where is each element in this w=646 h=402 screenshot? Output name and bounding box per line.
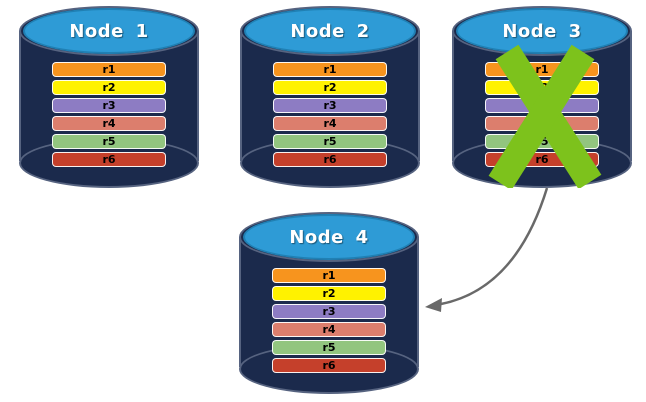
replica-list: r1 r2 r3 r4 r5 r6 (273, 62, 387, 167)
replica-bar: r5 (52, 134, 166, 149)
node-3-cylinder: Node 3 r1 r2 r3 r4 r5 r6 (452, 6, 632, 188)
replica-bar: r4 (485, 116, 599, 131)
failover-arrow-line (440, 187, 549, 306)
replica-bar: r4 (272, 322, 386, 337)
replica-bar: r3 (272, 304, 386, 319)
replica-bar: r2 (273, 80, 387, 95)
replica-list: r1 r2 r3 r4 r5 r6 (52, 62, 166, 167)
node-4-cylinder: Node 4 r1 r2 r3 r4 r5 r6 (239, 212, 419, 394)
replica-bar: r6 (52, 152, 166, 167)
replica-bar: r2 (272, 286, 386, 301)
cylinder-top: Node 1 (23, 8, 195, 54)
failover-arrowhead-icon (425, 298, 442, 312)
replica-bar: r1 (52, 62, 166, 77)
replica-bar: r1 (273, 62, 387, 77)
node-title: Node 3 (502, 20, 582, 42)
replica-bar: r5 (273, 134, 387, 149)
node-title: Node 4 (289, 226, 369, 248)
replica-bar: r4 (52, 116, 166, 131)
replica-bar: r3 (485, 98, 599, 113)
replica-bar: r1 (485, 62, 599, 77)
replica-bar: r5 (272, 340, 386, 355)
replica-bar: r3 (273, 98, 387, 113)
node-2-cylinder: Node 2 r1 r2 r3 r4 r5 r6 (240, 6, 420, 188)
replica-bar: r2 (52, 80, 166, 95)
node-title: Node 2 (290, 20, 370, 42)
replica-bar: r1 (272, 268, 386, 283)
replica-bar: r3 (52, 98, 166, 113)
replica-bar: r4 (273, 116, 387, 131)
replica-bar: r6 (272, 358, 386, 373)
node-title: Node 1 (69, 20, 149, 42)
node-1-cylinder: Node 1 r1 r2 r3 r4 r5 r6 (19, 6, 199, 188)
replica-bar: r6 (485, 152, 599, 167)
cylinder-top: Node 2 (244, 8, 416, 54)
replica-bar: r6 (273, 152, 387, 167)
replica-bar: r5 (485, 134, 599, 149)
replica-list: r1 r2 r3 r4 r5 r6 (272, 268, 386, 373)
replica-list: r1 r2 r3 r4 r5 r6 (485, 62, 599, 167)
cylinder-top: Node 4 (243, 214, 415, 260)
replica-bar: r2 (485, 80, 599, 95)
cylinder-top: Node 3 (456, 8, 628, 54)
